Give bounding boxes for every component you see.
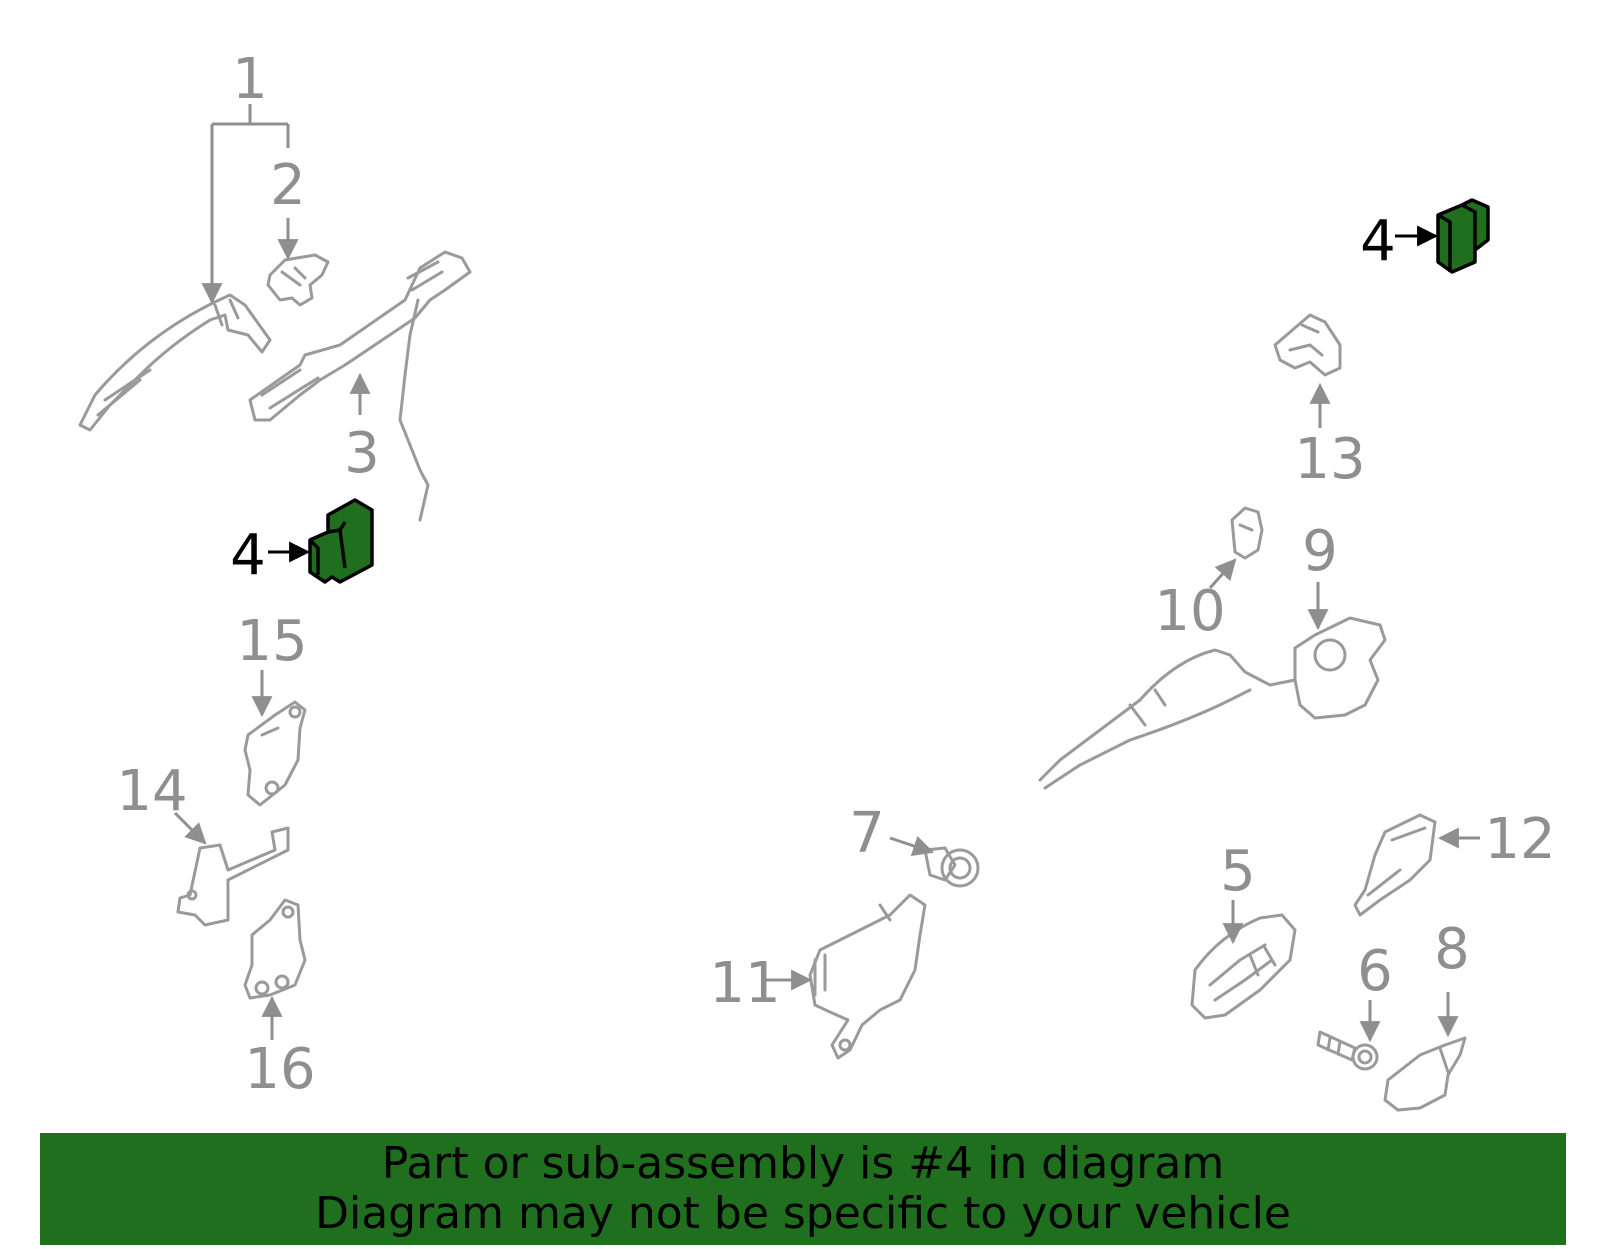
part-13-striker[interactable] xyxy=(1273,313,1342,377)
banner-line-1: Part or sub-assembly is #4 in diagram xyxy=(381,1138,1225,1189)
info-banner: Part or sub-assembly is #4 in diagram Di… xyxy=(40,1133,1566,1245)
part-3-handle-frame[interactable] xyxy=(248,250,472,522)
callout-15: 15 xyxy=(236,609,307,674)
callout-14: 14 xyxy=(116,759,187,824)
part-10-clip[interactable] xyxy=(1230,506,1264,560)
part-12-bracket[interactable] xyxy=(1353,813,1437,917)
banner-line-2: Diagram may not be specific to your vehi… xyxy=(315,1188,1291,1239)
callout-13: 13 xyxy=(1294,427,1365,492)
part-9-lock-actuator[interactable] xyxy=(1038,616,1387,790)
callout-1-leader xyxy=(201,104,290,305)
part-2-handle-cap[interactable] xyxy=(266,253,330,307)
callout-10-leader xyxy=(1208,558,1237,589)
callout-4-left: 4 xyxy=(230,523,266,588)
callout-2: 2 xyxy=(270,153,306,218)
callout-14-leader xyxy=(173,811,207,845)
callout-5: 5 xyxy=(1220,839,1256,904)
part-15-upper-hinge[interactable] xyxy=(243,700,307,807)
callout-12: 12 xyxy=(1484,807,1555,872)
part-7-grommet[interactable] xyxy=(923,846,980,888)
part-4-highlighted-left[interactable] xyxy=(308,498,374,584)
part-16-lower-hinge[interactable] xyxy=(243,898,307,1000)
callout-11: 11 xyxy=(709,951,780,1016)
callout-6: 6 xyxy=(1357,939,1393,1004)
callout-7: 7 xyxy=(849,801,885,866)
callout-16: 16 xyxy=(244,1037,315,1102)
part-6-bolt[interactable] xyxy=(1316,1030,1379,1071)
part-14-door-check[interactable] xyxy=(176,826,290,927)
callout-8: 8 xyxy=(1434,917,1470,982)
part-8-trim[interactable] xyxy=(1383,1036,1467,1112)
callout-3: 3 xyxy=(344,421,380,486)
part-11-module[interactable] xyxy=(808,893,927,1060)
callout-10: 10 xyxy=(1154,579,1225,644)
callout-9: 9 xyxy=(1302,519,1338,584)
part-4-highlighted-right[interactable] xyxy=(1436,198,1490,274)
part-1-outside-handle[interactable] xyxy=(78,293,272,432)
callout-4-right: 4 xyxy=(1360,209,1396,274)
callout-7-leader xyxy=(889,836,934,856)
part-5-inside-handle[interactable] xyxy=(1190,913,1297,1020)
callout-1: 1 xyxy=(232,47,268,112)
